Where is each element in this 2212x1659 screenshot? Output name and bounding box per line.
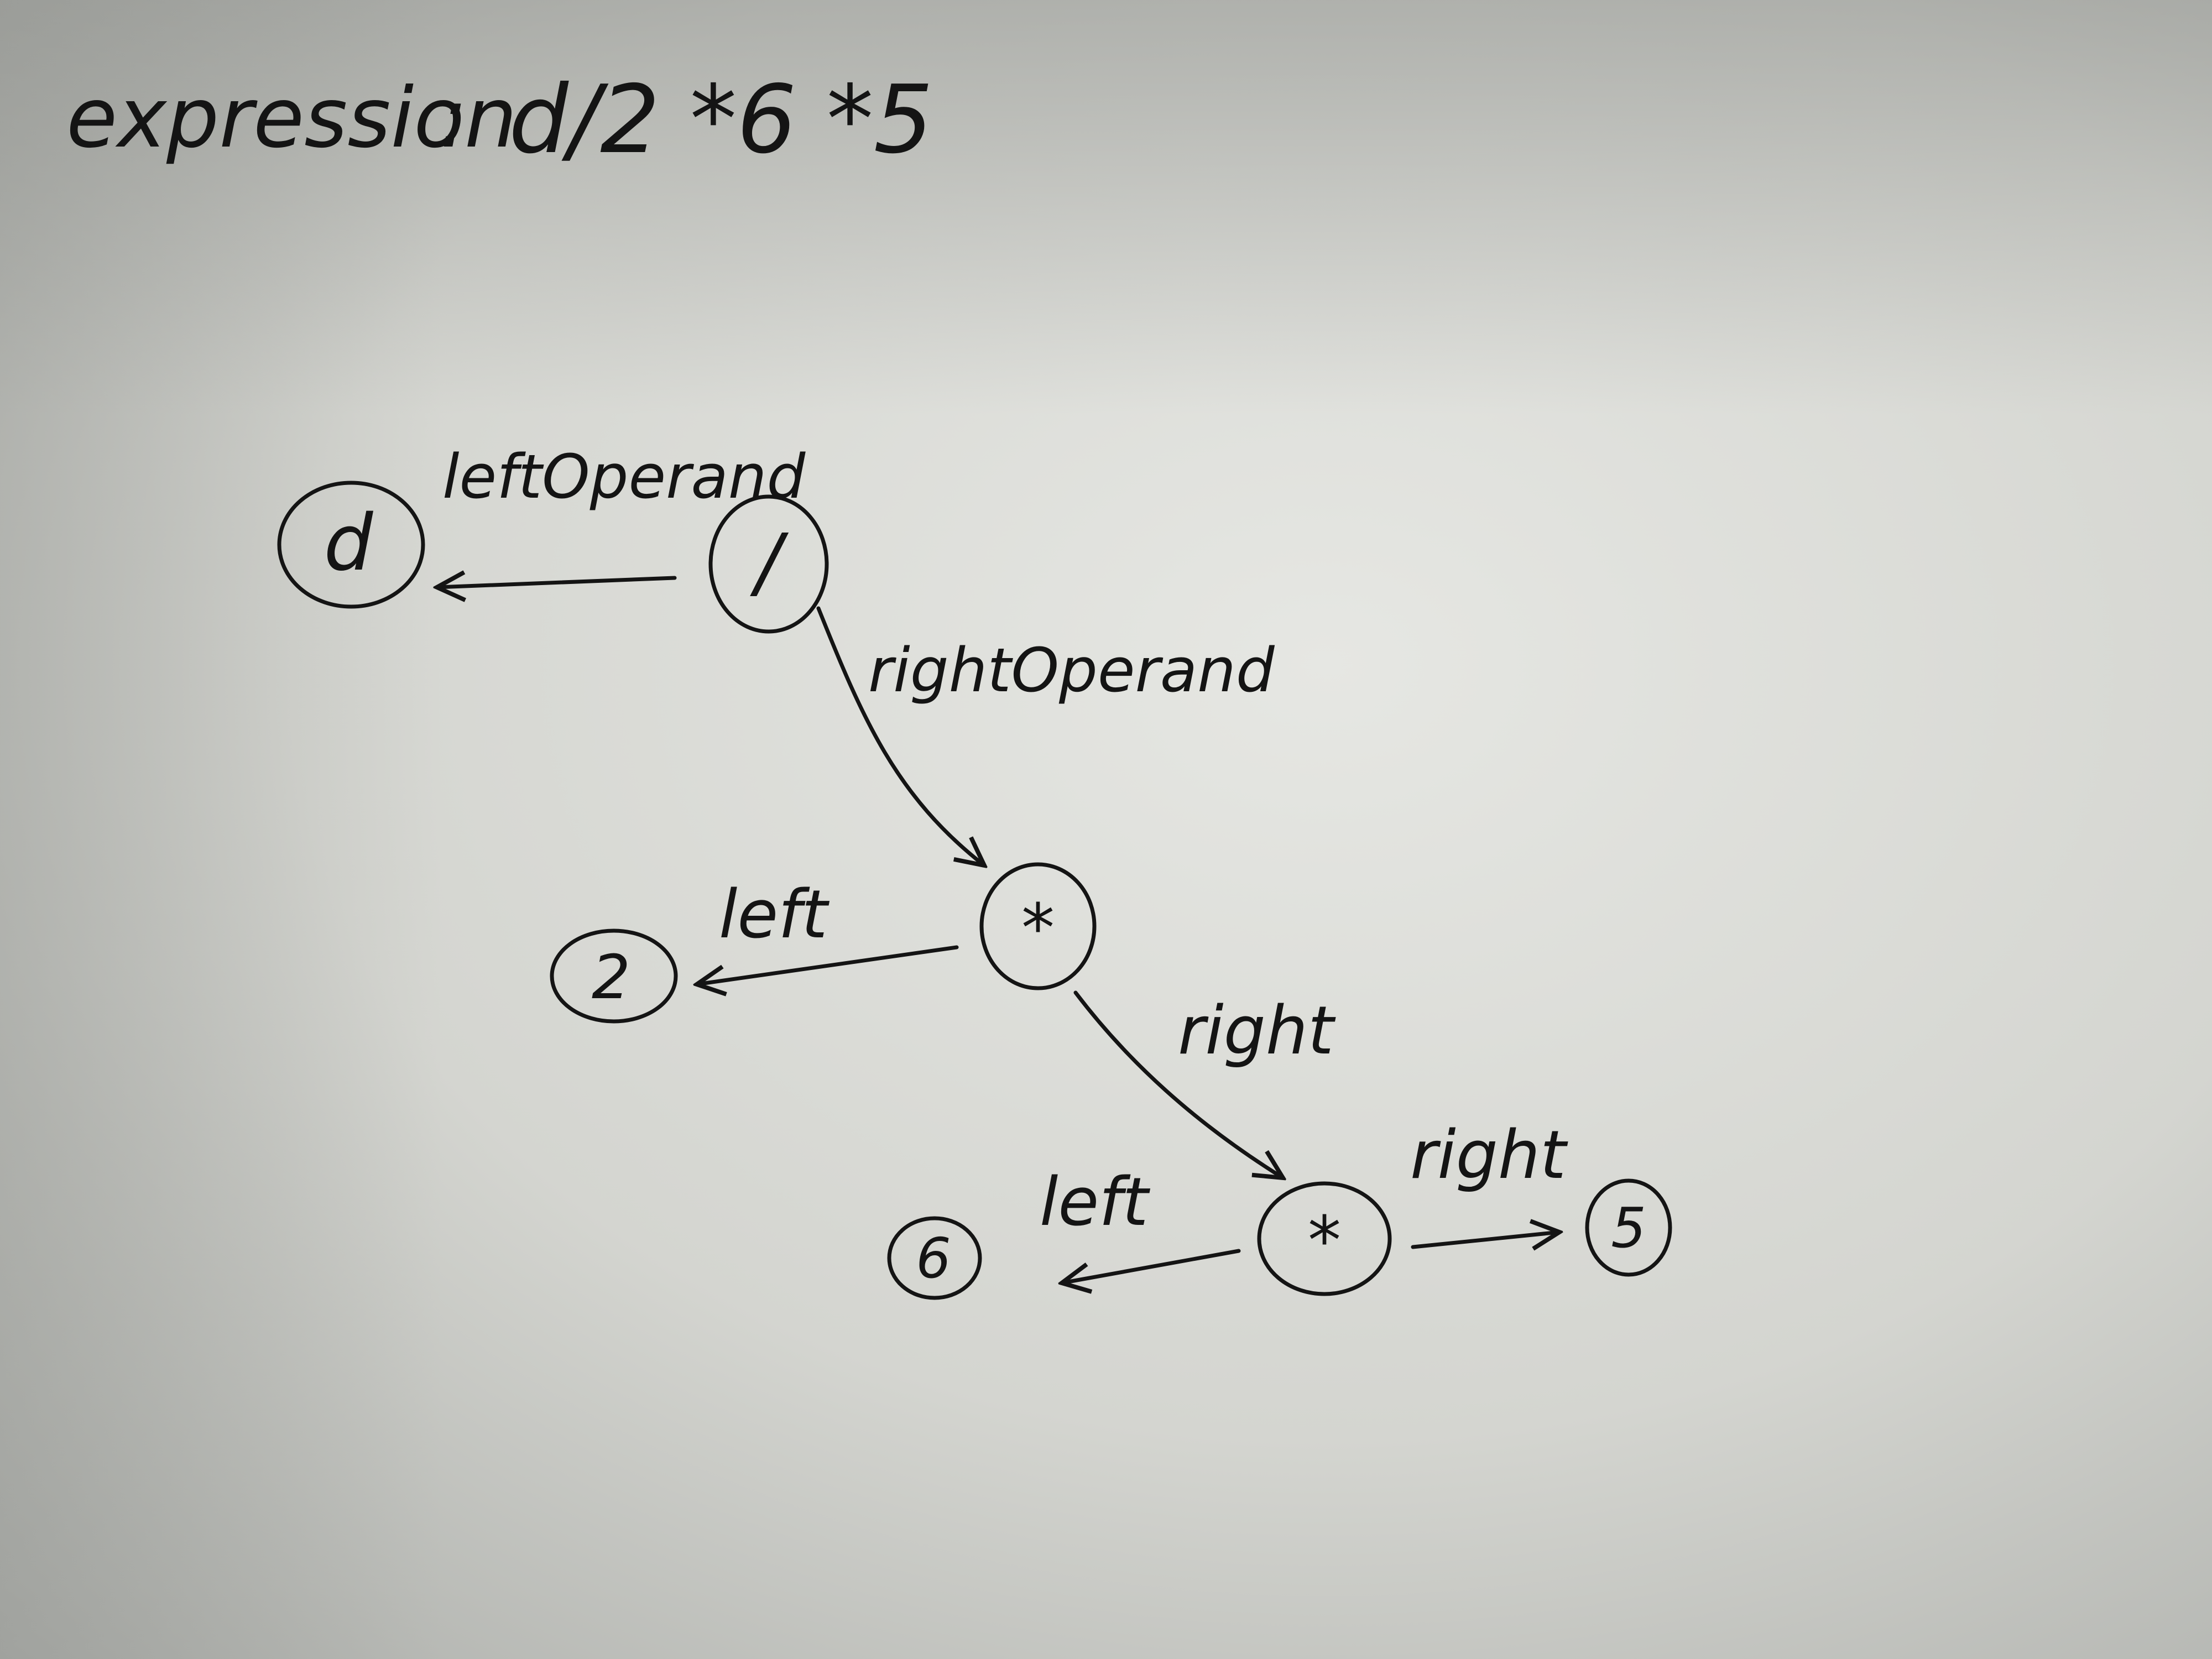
edge-mul1-right — [1073, 990, 1283, 1178]
edge-mul2-left — [1062, 1249, 1241, 1283]
node-5-symbol: 5 — [1611, 1196, 1646, 1260]
edge-mul2-right — [1411, 1232, 1559, 1247]
node-5: 5 — [1585, 1178, 1672, 1277]
node-d-circle — [277, 481, 425, 609]
edge-root-left — [437, 578, 677, 587]
node-d-symbol: d — [324, 498, 374, 588]
edges — [437, 578, 1559, 1283]
edge-mul1-left — [697, 945, 959, 984]
node-2-symbol: 2 — [592, 942, 630, 1013]
label-mul1-right: right — [1178, 993, 1336, 1070]
nodes: / d * 2 * 6 5 — [277, 481, 1672, 1300]
label-root-right: rightOperand — [868, 635, 1275, 706]
node-mul1: * — [979, 862, 1097, 990]
label-mul2-right: right — [1410, 1117, 1568, 1194]
node-5-circle — [1585, 1178, 1672, 1277]
node-6-circle — [887, 1216, 982, 1300]
node-2-circle — [550, 928, 678, 1024]
edge-labels: leftOperand rightOperand left right left… — [442, 441, 1568, 1241]
edge-root-right — [816, 606, 984, 865]
node-root-circle — [708, 494, 829, 634]
node-mul2: * — [1257, 1181, 1392, 1296]
node-mul1-circle — [979, 862, 1097, 990]
label-mul1-left: left — [719, 877, 830, 953]
node-d: d — [277, 481, 425, 609]
node-6-symbol: 6 — [916, 1226, 951, 1291]
node-2: 2 — [550, 928, 678, 1024]
node-6: 6 — [887, 1216, 982, 1300]
expression-header: expression : d/2 *6 *5 — [66, 65, 933, 175]
expression-formula: d/2 *6 *5 — [509, 65, 933, 175]
node-mul2-symbol: * — [1308, 1203, 1341, 1280]
expression-separator: : — [440, 70, 468, 166]
node-mul2-circle — [1257, 1181, 1392, 1296]
label-mul2-left: left — [1040, 1164, 1150, 1241]
expression-label: expression — [66, 70, 517, 166]
node-mul1-symbol: * — [1021, 890, 1055, 967]
